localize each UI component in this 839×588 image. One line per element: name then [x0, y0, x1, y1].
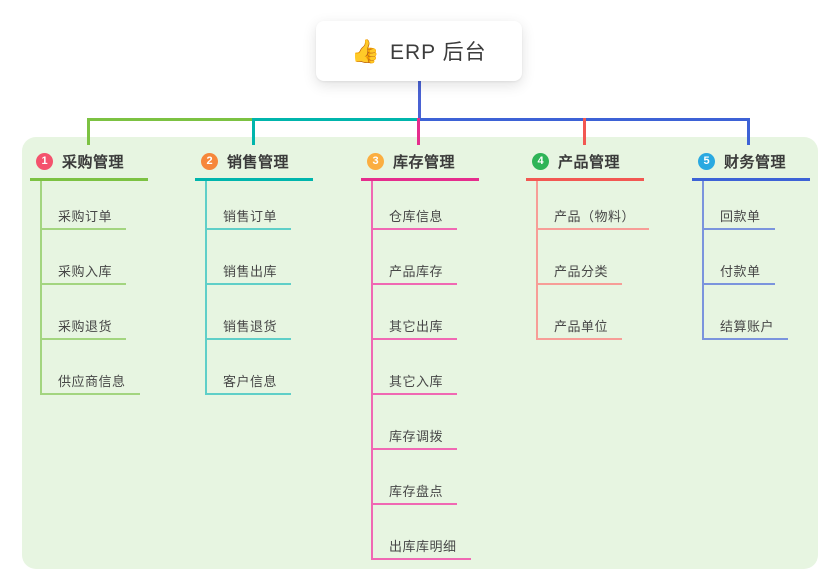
- child-node: 付款单: [704, 230, 839, 285]
- child-node-label[interactable]: 其它出库: [373, 320, 458, 340]
- child-node-label[interactable]: 销售出库: [207, 265, 292, 285]
- branch-number-badge: 2: [201, 153, 218, 170]
- branch-sales-management: 2 销售管理 销售订单销售出库销售退货客户信息: [195, 148, 355, 395]
- child-node: 产品（物料）: [538, 181, 686, 230]
- branch-title-label: 产品管理: [558, 154, 621, 171]
- branch-title-node[interactable]: 4 产品管理: [526, 148, 644, 181]
- branch-children-list: 采购订单采购入库采购退货供应商信息: [40, 181, 190, 395]
- child-node: 销售退货: [207, 285, 355, 340]
- child-node: 供应商信息: [42, 340, 190, 395]
- child-node-label[interactable]: 采购退货: [42, 320, 127, 340]
- child-node-label[interactable]: 客户信息: [207, 375, 292, 395]
- branch-title-label: 库存管理: [393, 154, 456, 171]
- connector-bus-purchase: [87, 118, 254, 121]
- branch-finance-management: 5 财务管理 回款单付款单结算账户: [692, 148, 839, 340]
- child-node-label[interactable]: 付款单: [704, 265, 775, 285]
- child-node-label[interactable]: 库存调拨: [373, 430, 458, 450]
- branch-children-list: 产品（物料） 产品分类产品单位: [536, 181, 686, 340]
- child-node: 仓库信息: [373, 181, 521, 230]
- branch-children-list: 回款单付款单结算账户: [702, 181, 839, 340]
- branch-number-badge: 5: [698, 153, 715, 170]
- child-node-label[interactable]: 销售退货: [207, 320, 292, 340]
- child-node: 库存盘点: [373, 450, 521, 505]
- child-node: 产品单位: [538, 285, 686, 340]
- child-node: 结算账户: [704, 285, 839, 340]
- child-node-label[interactable]: 库存盘点: [373, 485, 458, 505]
- branches-panel: [22, 137, 818, 569]
- connector-drop-sales: [252, 118, 255, 145]
- branch-title-node[interactable]: 3 库存管理: [361, 148, 479, 181]
- branch-number-badge: 1: [36, 153, 53, 170]
- connector-root-drop: [418, 80, 421, 120]
- child-node: 采购订单: [42, 181, 190, 230]
- branch-purchase-management: 1 采购管理 采购订单采购入库采购退货供应商信息: [30, 148, 190, 395]
- child-node: 产品分类: [538, 230, 686, 285]
- child-node: 采购入库: [42, 230, 190, 285]
- connector-drop-finance: [747, 118, 750, 145]
- child-node: 其它入库: [373, 340, 521, 395]
- child-node-label[interactable]: 销售订单: [207, 210, 292, 230]
- child-node-label[interactable]: 产品分类: [538, 265, 623, 285]
- child-node: 其它出库: [373, 285, 521, 340]
- child-node-label[interactable]: 其它入库: [373, 375, 458, 395]
- child-node: 库存调拨: [373, 395, 521, 450]
- branch-children-list: 仓库信息产品库存其它出库其它入库库存调拨库存盘点出库库明细: [371, 181, 521, 560]
- branch-title-label: 销售管理: [227, 154, 290, 171]
- child-node: 产品库存: [373, 230, 521, 285]
- branch-title-label: 财务管理: [724, 154, 787, 171]
- child-node: 出库库明细: [373, 505, 521, 560]
- branch-title-node[interactable]: 5 财务管理: [692, 148, 810, 181]
- child-node-label[interactable]: 产品库存: [373, 265, 458, 285]
- child-node-label[interactable]: 采购入库: [42, 265, 127, 285]
- child-node: 销售出库: [207, 230, 355, 285]
- root-node[interactable]: 👍 ERP 后台: [316, 21, 522, 81]
- branch-title-node[interactable]: 2 销售管理: [195, 148, 313, 181]
- connector-drop-product: [583, 118, 586, 145]
- child-node: 销售订单: [207, 181, 355, 230]
- child-node-label[interactable]: 出库库明细: [373, 540, 471, 560]
- connector-bus-sales: [252, 118, 419, 121]
- thumbs-up-icon: 👍: [351, 37, 380, 64]
- child-node: 采购退货: [42, 285, 190, 340]
- child-node-label[interactable]: 仓库信息: [373, 210, 458, 230]
- child-node-label[interactable]: 回款单: [704, 210, 775, 230]
- child-node: 回款单: [704, 181, 839, 230]
- branch-children-list: 销售订单销售出库销售退货客户信息: [205, 181, 355, 395]
- connector-drop-purchase: [87, 118, 90, 145]
- child-node-label[interactable]: 结算账户: [704, 320, 789, 340]
- child-node-label[interactable]: 采购订单: [42, 210, 127, 230]
- branch-title-node[interactable]: 1 采购管理: [30, 148, 148, 181]
- branch-inventory-management: 3 库存管理 仓库信息产品库存其它出库其它入库库存调拨库存盘点出库库明细: [361, 148, 521, 560]
- child-node-label[interactable]: 产品单位: [538, 320, 623, 340]
- child-node-label[interactable]: 产品（物料）: [538, 210, 650, 230]
- child-node-label[interactable]: 供应商信息: [42, 375, 140, 395]
- root-node-label: ERP 后台: [390, 41, 487, 64]
- branch-number-badge: 4: [532, 153, 549, 170]
- branch-number-badge: 3: [367, 153, 384, 170]
- child-node: 客户信息: [207, 340, 355, 395]
- branch-product-management: 4 产品管理 产品（物料） 产品分类产品单位: [526, 148, 686, 340]
- branch-title-label: 采购管理: [62, 154, 125, 171]
- connector-drop-inventory: [417, 118, 420, 145]
